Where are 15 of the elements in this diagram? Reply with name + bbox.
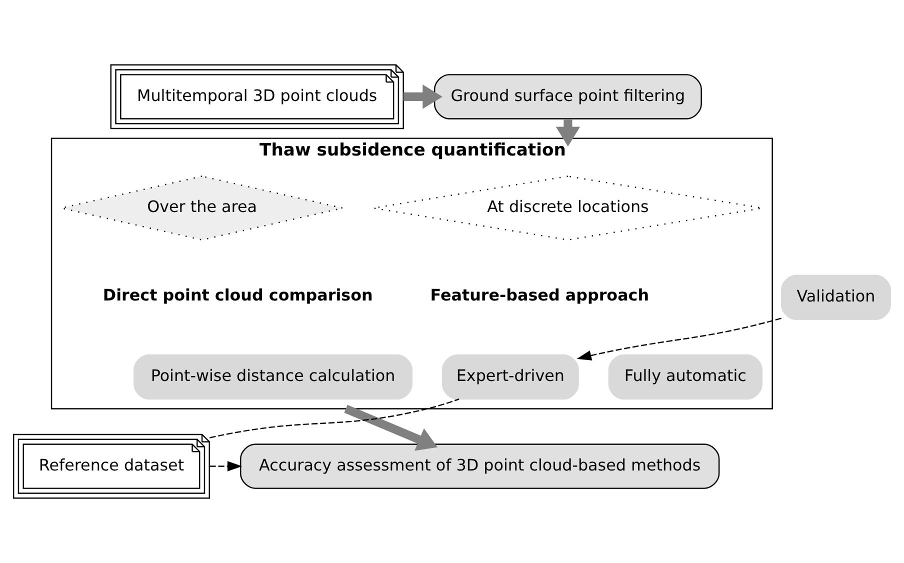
label: Feature-based approach xyxy=(430,285,650,304)
connector xyxy=(210,398,460,438)
node-box: Accuracy assessment of 3D point cloud-based methods xyxy=(240,444,720,489)
arrow xyxy=(210,461,242,472)
arrow xyxy=(576,318,782,361)
node-box: Expert-driven xyxy=(442,354,579,400)
node-box: Ground surface point filtering xyxy=(434,74,702,120)
node-box: Fully automatic xyxy=(608,354,763,400)
node-diamond: Over the area xyxy=(60,176,344,241)
arrow xyxy=(556,118,580,147)
label: Direct point cloud comparison xyxy=(102,285,373,304)
node-box: Validation xyxy=(780,274,892,320)
arrow xyxy=(403,84,442,109)
arrow xyxy=(344,404,438,451)
node-box: Point-wise distance calculation xyxy=(134,354,413,400)
